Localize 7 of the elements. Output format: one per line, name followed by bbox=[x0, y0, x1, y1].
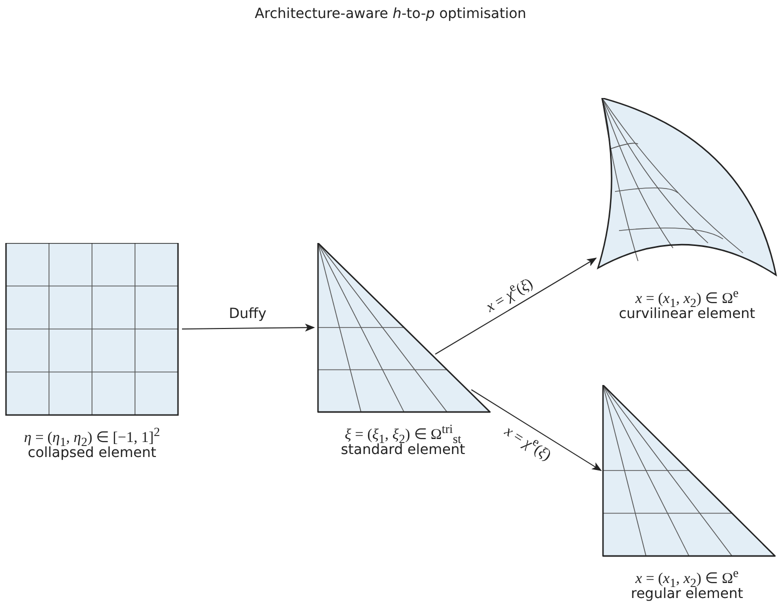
element-caption: collapsed element bbox=[28, 445, 158, 461]
diagram-title: Architecture-aware h-to-p optimisation bbox=[254, 6, 528, 22]
element-caption: curvilinear element bbox=[618, 306, 756, 322]
arrow bbox=[434, 258, 597, 355]
arrow bbox=[470, 389, 602, 472]
element-caption: standard element bbox=[340, 442, 466, 458]
arrow bbox=[182, 324, 315, 332]
